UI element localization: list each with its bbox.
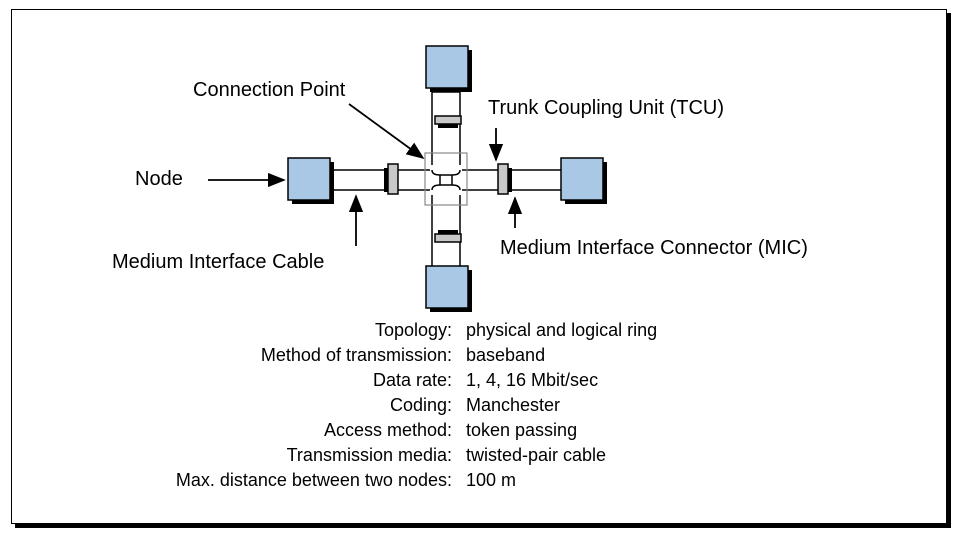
cable-top	[431, 91, 461, 175]
connector-left	[384, 163, 399, 195]
diagram-frame	[11, 9, 947, 524]
label-node: Node	[135, 168, 183, 190]
spec-key-coding: Coding:	[389, 395, 452, 415]
spec-value-topology: physical and logical ring	[466, 320, 658, 340]
junction	[424, 152, 468, 206]
spec-value-distance: 100 m	[466, 470, 517, 490]
connector-top	[434, 115, 462, 128]
spec-key-method: Method of transmission:	[260, 345, 452, 365]
spec-key-topology: Topology:	[374, 320, 452, 340]
spec-value-data-rate: 1, 4, 16 Mbit/sec	[466, 370, 599, 390]
spec-key-data-rate: Data rate:	[372, 370, 452, 390]
label-tcu: Trunk Coupling Unit (TCU)	[488, 97, 724, 119]
node-left	[287, 157, 334, 204]
cable-left	[329, 169, 433, 191]
arrow-connection-point	[348, 103, 425, 160]
node-top	[425, 45, 472, 92]
spec-value-method: baseband	[466, 345, 546, 365]
node-bottom	[425, 265, 472, 312]
connector-bottom	[434, 230, 462, 243]
spec-key-media: Transmission media:	[286, 445, 452, 465]
label-mic: Medium Interface Connector (MIC)	[500, 237, 808, 259]
spec-value-coding: Manchester	[466, 395, 561, 415]
node-right	[560, 157, 607, 204]
spec-value-access: token passing	[466, 420, 578, 440]
connection-point-box	[424, 152, 468, 206]
connector-right	[497, 163, 512, 195]
spec-key-distance: Max. distance between two nodes:	[175, 470, 452, 490]
label-connection-point: Connection Point	[193, 79, 346, 101]
spec-value-media: twisted-pair cable	[466, 445, 607, 465]
label-cable: Medium Interface Cable	[112, 251, 325, 273]
spec-key-access: Access method:	[323, 420, 452, 440]
spec-list: Topology: physical and logical ring Meth…	[0, 319, 958, 509]
